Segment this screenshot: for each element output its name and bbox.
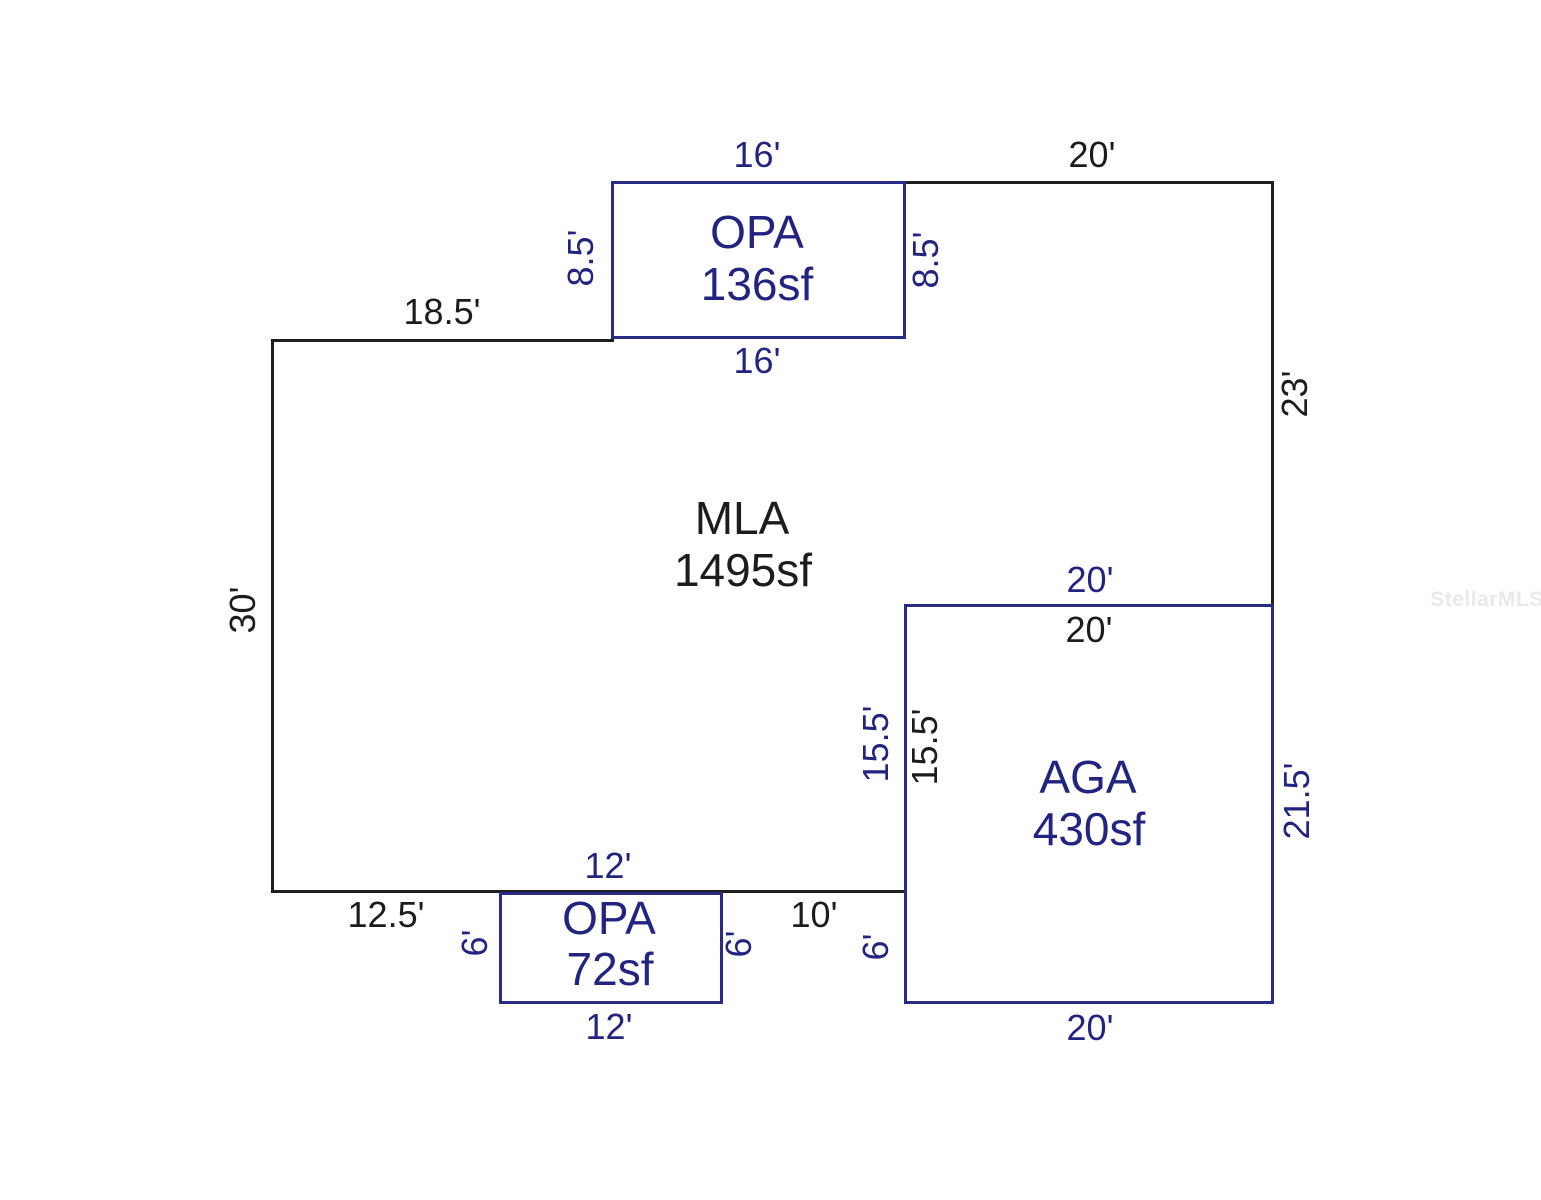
mla-dim-bottom-left: 12.5' — [347, 894, 425, 935]
mla-wall-right — [1271, 181, 1274, 608]
opa-bottom-dim-bottom: 12' — [585, 1006, 633, 1047]
opa-bottom-dim-top: 12' — [584, 845, 632, 886]
opa-bottom-dim-left: 6' — [454, 929, 495, 957]
mla-dim-left: 30' — [222, 586, 263, 634]
opa-bottom-dim-right: 6' — [718, 930, 759, 958]
opa-top-dim-left: 8.5' — [560, 229, 601, 287]
mla-dim-top-left: 18.5' — [403, 291, 481, 332]
mla-dim-bottom-right: 10' — [790, 894, 838, 935]
aga-dim-bottom: 20' — [1066, 1007, 1114, 1048]
mla-wall-left — [271, 339, 274, 893]
opa-top-name: OPA — [710, 206, 804, 258]
mla-name: MLA — [694, 492, 790, 544]
aga-dim-right: 21.5' — [1276, 762, 1317, 840]
opa-top-outline — [611, 181, 906, 339]
opa-top-dim-right: 8.5' — [905, 231, 946, 289]
mla-dim-right: 23' — [1274, 370, 1315, 418]
mla-dim-inner-top: 20' — [1065, 609, 1113, 650]
aga-name: AGA — [1039, 751, 1137, 803]
aga-outline — [904, 604, 1274, 1004]
aga-dim-left-lower: 6' — [855, 933, 896, 961]
mla-wall-bottom — [271, 890, 907, 893]
opa-bottom-name: OPA — [562, 892, 656, 944]
aga-dim-top: 20' — [1066, 559, 1114, 600]
opa-top-dim-bottom: 16' — [733, 340, 781, 381]
mla-wall-top-right — [905, 181, 1274, 184]
aga-size: 430sf — [1032, 803, 1146, 855]
opa-top-size: 136sf — [700, 258, 814, 310]
opa-bottom-outline — [499, 892, 723, 1004]
mla-size: 1495sf — [673, 544, 813, 596]
opa-bottom-size: 72sf — [566, 943, 654, 995]
mla-wall-top-left — [271, 339, 614, 342]
mla-dim-top-right: 20' — [1068, 134, 1116, 175]
opa-top-dim-top: 16' — [733, 134, 781, 175]
mla-dim-inner-left: 15.5' — [904, 708, 945, 786]
aga-dim-left-upper: 15.5' — [855, 705, 896, 783]
stellar-mls-watermark: StellarMLS — [1430, 588, 1541, 611]
